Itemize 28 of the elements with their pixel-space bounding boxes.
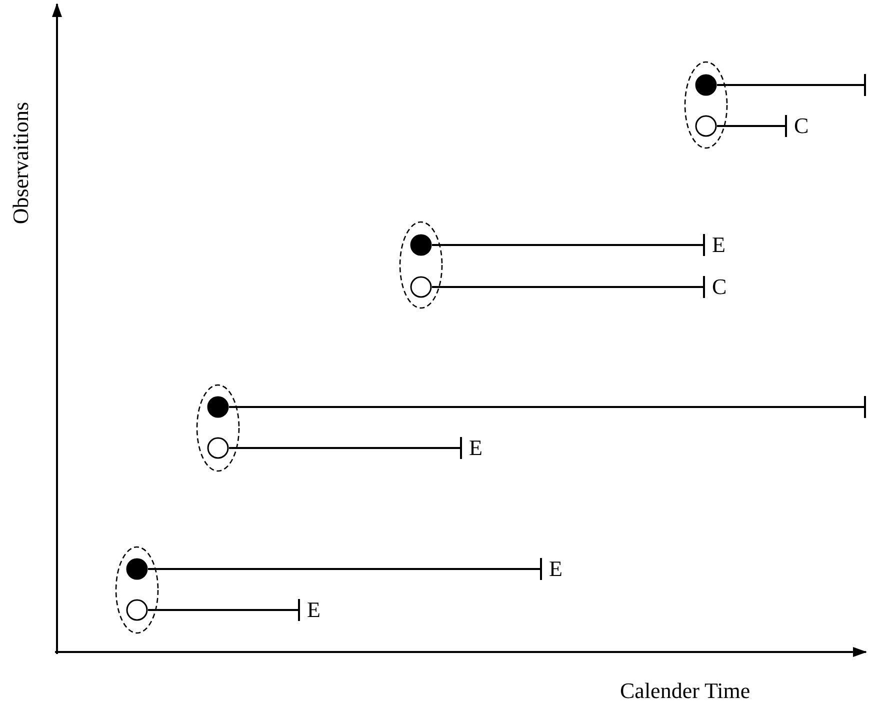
filled-circle (207, 396, 229, 418)
open-circle (695, 115, 717, 137)
interval-line (148, 598, 300, 622)
interval-line (717, 73, 866, 97)
dashed-ellipse (684, 61, 728, 149)
axis-title: Calender Time (620, 678, 750, 704)
end-label: E (299, 598, 325, 622)
open-circle (410, 276, 432, 298)
axis-title: Observaitions (8, 102, 34, 224)
filled-circle (410, 234, 432, 256)
filled-circle (695, 74, 717, 96)
open-circle (126, 599, 148, 621)
interval-line (717, 114, 787, 138)
interval-line (229, 395, 866, 419)
open-circle (207, 437, 229, 459)
interval-line (148, 557, 542, 581)
end-label: C (704, 275, 730, 299)
interval-line (229, 436, 462, 460)
dashed-ellipse (196, 384, 240, 472)
interval-line (432, 233, 705, 257)
dashed-ellipse (115, 546, 159, 634)
interval-line (432, 275, 705, 299)
end-label: E (461, 436, 487, 460)
end-label: E (541, 557, 567, 581)
filled-circle (126, 558, 148, 580)
end-label: C (786, 114, 812, 138)
dashed-ellipse (399, 221, 443, 309)
end-label: E (704, 233, 730, 257)
